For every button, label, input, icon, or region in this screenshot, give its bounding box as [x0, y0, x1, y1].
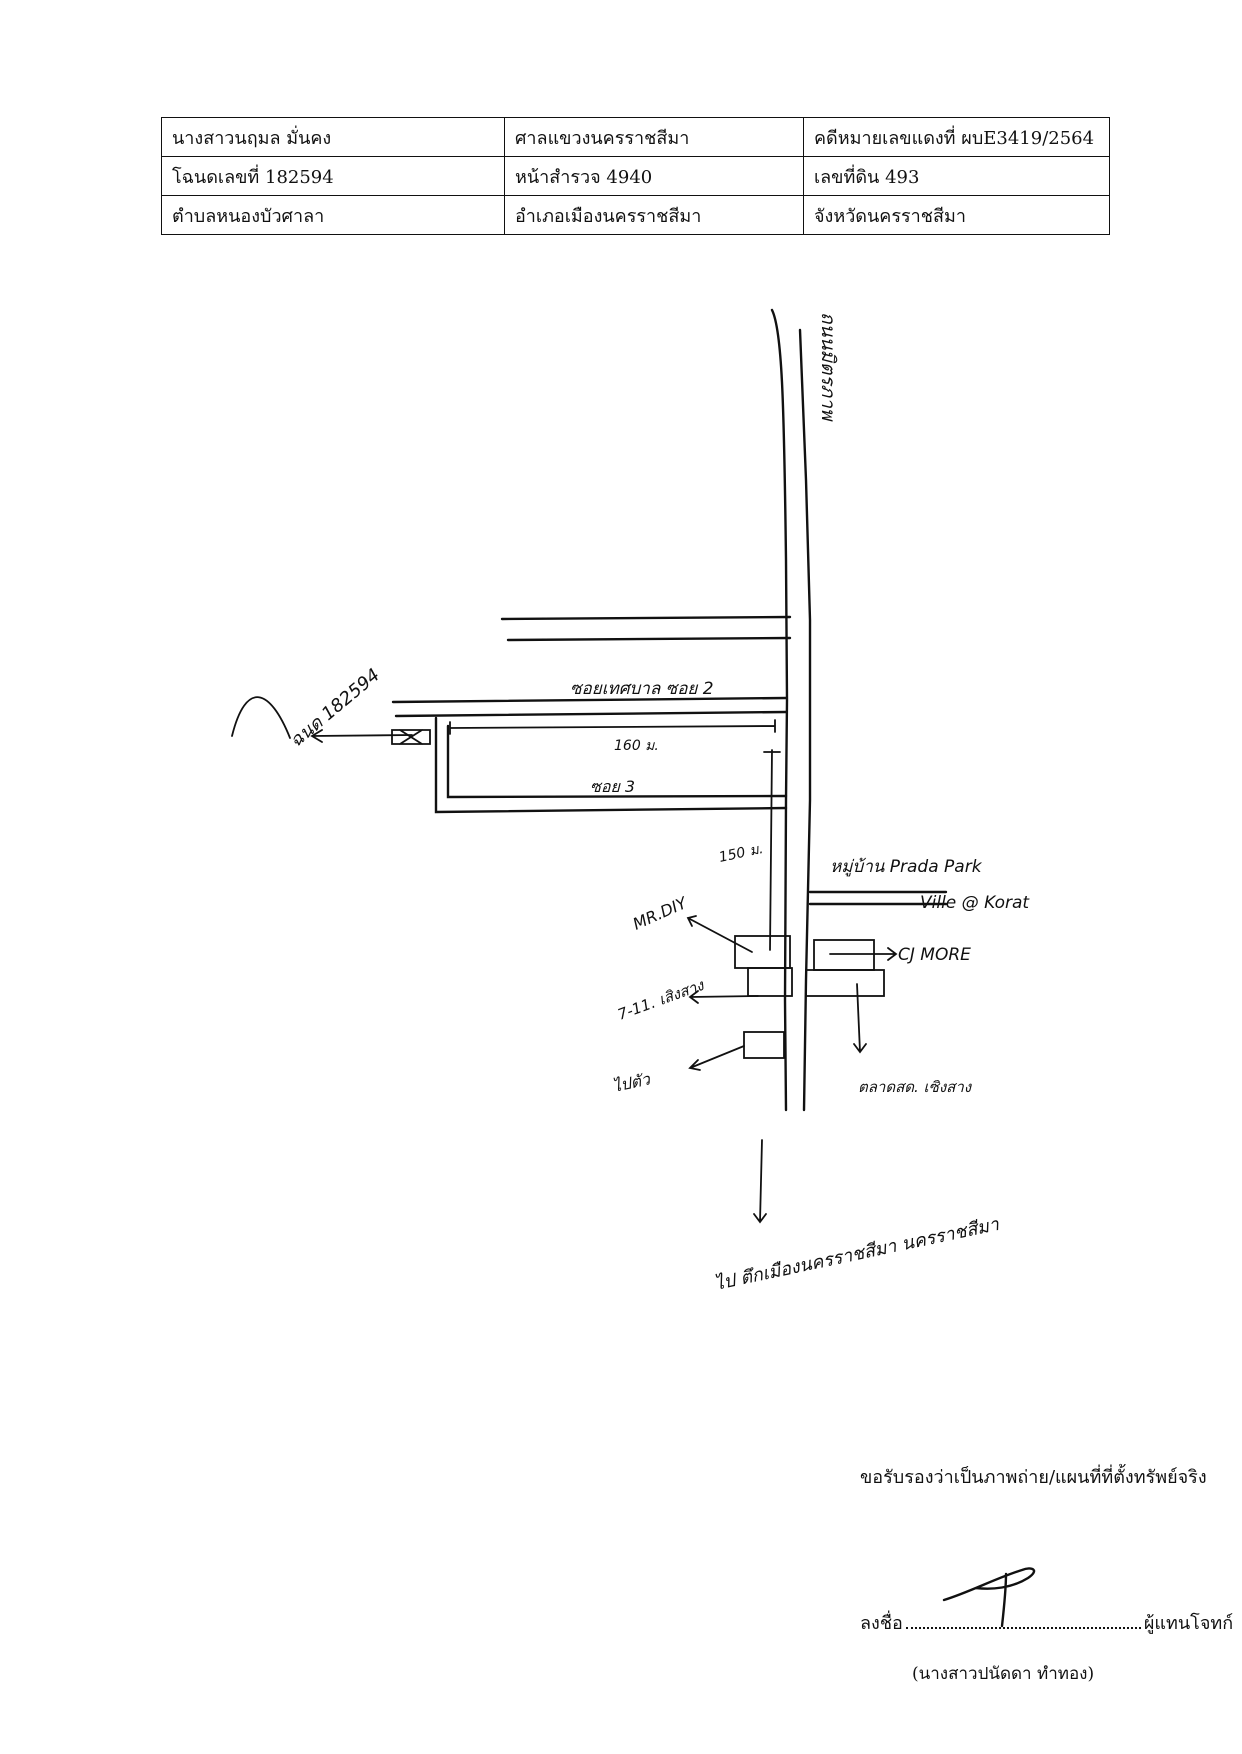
signature-line: ลงชื่อ ผู้แทนโจทก์	[860, 1608, 1233, 1637]
land-number-cell: เลขที่ดิน 493	[803, 156, 1110, 196]
plot-circle-mark	[231, 696, 291, 739]
soi-2-label: ซอยเทศบาล ซอย 2	[570, 679, 714, 699]
handwritten-signature	[942, 1567, 1036, 1628]
seven-eleven-arrow	[688, 990, 759, 1004]
seven-eleven-building	[747, 967, 793, 997]
owner-name-cell: นางสาวนฤมล มั่นคง	[161, 117, 505, 157]
distance-150-arrow	[763, 749, 781, 951]
location-map-sketch: ถนนมิตรภาพ ฉนด 182594 ซอยเทศบาล ซอย 2 16…	[231, 308, 1030, 1295]
court-cell: ศาลแขวงนครราชสีมา	[504, 117, 804, 157]
plot-marker	[391, 729, 431, 745]
header-info-table: นางสาวนฤมล มั่นคง ศาลแขวงนครราชสีมา คดีห…	[161, 117, 1110, 235]
mrdiy-label: MR.DIY	[630, 893, 691, 934]
subdistrict-cell: ตำบลหนองบัวศาลา	[161, 195, 505, 235]
to-city-arrow	[753, 1139, 767, 1224]
province-cell: จังหวัดนครราชสีมา	[803, 195, 1110, 235]
to-city-label: ไป ตึกเมืองนครราชสีมา นครราชสีมา	[712, 1213, 1001, 1295]
gas-arrow	[688, 1045, 745, 1071]
cjmore-building	[813, 939, 875, 971]
plot-arrow	[310, 729, 413, 743]
village-road	[808, 890, 948, 906]
village-label: หมู่บ้าน Prada Park	[830, 857, 983, 877]
soi-2-road	[391, 696, 788, 718]
market-building	[805, 969, 885, 997]
distance-160-label: 160 ม.	[614, 738, 659, 754]
market-arrow	[853, 983, 867, 1054]
certification-statement: ขอรับรองว่าเป็นภาพถ่าย/แผนที่ที่ตั้งทรัพ…	[860, 1467, 1207, 1488]
table-row: โฉนดเลขที่ 182594 หน้าสำรวจ 4940 เลขที่ด…	[161, 156, 1110, 196]
mrdiy-arrow	[686, 915, 753, 953]
cjmore-label: CJ MORE	[898, 945, 971, 965]
soi-3-label: ซอย 3	[590, 777, 635, 796]
signer-name: (นางสาวปนัดดา ทำทอง)	[912, 1664, 1095, 1684]
case-number-cell: คดีหมายเลขแดงที่ ผบE3419/2564	[803, 117, 1110, 157]
soi-3-road	[434, 716, 788, 814]
market-label: ตลาดสด. เซิงสาง	[858, 1078, 973, 1096]
signature-dotted-line	[905, 1613, 1141, 1629]
survey-page-cell: หน้าสำรวจ 4940	[504, 156, 804, 196]
distance-160-arrow	[449, 719, 776, 735]
mrdiy-building	[734, 935, 791, 969]
table-row: ตำบลหนองบัวศาลา อำเภอเมืองนครราชสีมา จัง…	[161, 195, 1110, 235]
village-label-2: Ville @ Korat	[920, 893, 1030, 913]
sign-label: ลงชื่อ	[860, 1613, 903, 1634]
district-cell: อำเภอเมืองนครราชสีมา	[504, 195, 804, 235]
signer-role: ผู้แทนโจทก์	[1143, 1613, 1234, 1634]
main-road-left-edge	[770, 308, 789, 1112]
main-road-right-edge	[798, 328, 812, 1112]
table-row: นางสาวนฤมล มั่นคง ศาลแขวงนครราชสีมา คดีห…	[161, 117, 1110, 157]
plot-label: ฉนด 182594	[286, 665, 384, 752]
distance-150-label: 150 ม.	[718, 841, 765, 866]
gas-label: ไปตัว	[611, 1069, 653, 1096]
deed-number-cell: โฉนดเลขที่ 182594	[161, 156, 505, 196]
upper-side-road	[500, 615, 792, 642]
highway-label: ถนนมิตรภาพ	[817, 312, 839, 422]
gas-station-building	[743, 1031, 785, 1059]
cjmore-arrow	[829, 947, 898, 961]
